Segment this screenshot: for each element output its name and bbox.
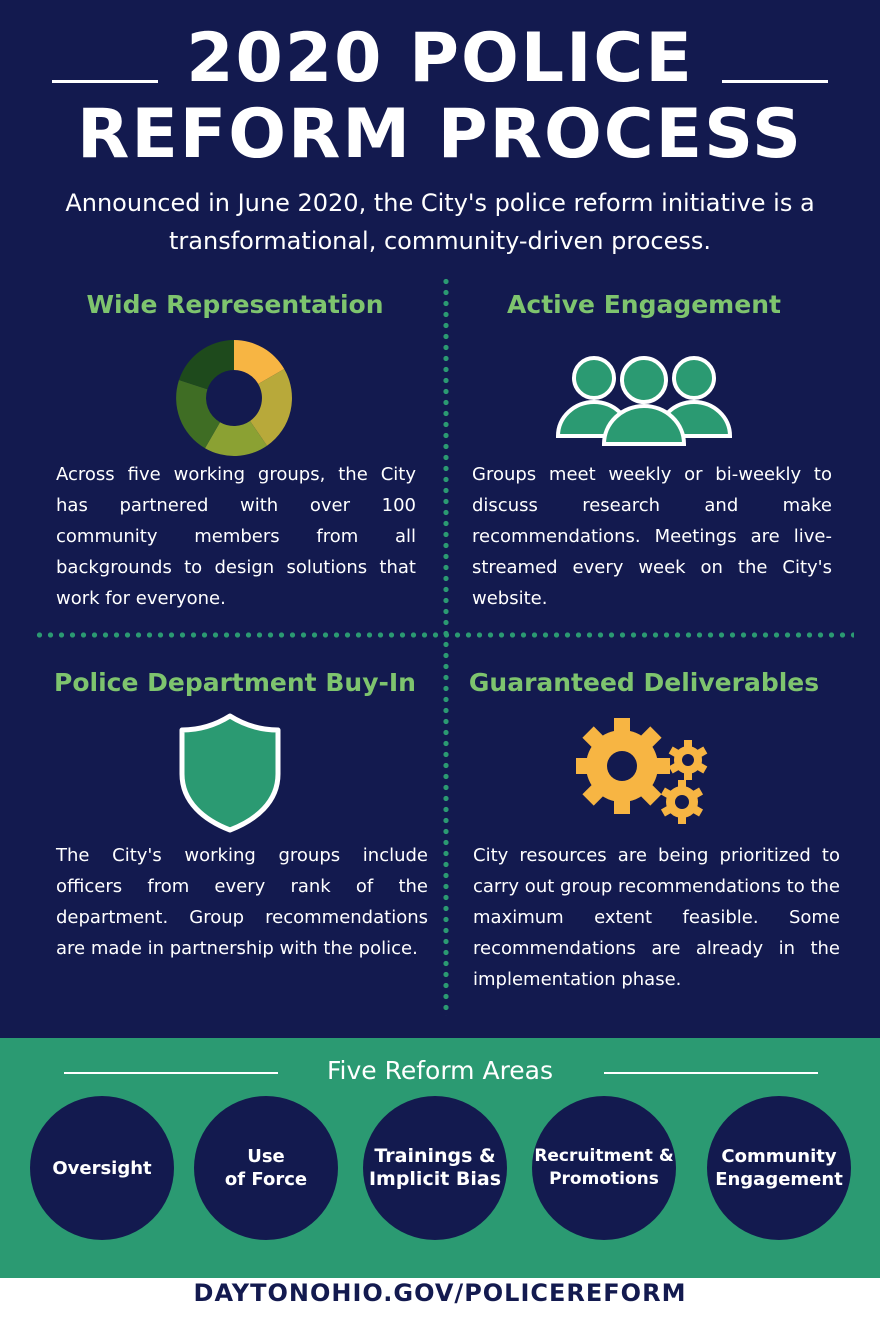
horizontal-divider bbox=[34, 632, 854, 638]
section-text-police-department-buy-in: The City's working groups include office… bbox=[56, 845, 428, 959]
reform-area-recruitment: Recruitment & Promotions bbox=[532, 1096, 676, 1240]
reform-area-oversight: Oversight bbox=[30, 1096, 174, 1240]
title-rule-right bbox=[722, 80, 828, 83]
gears-icon bbox=[576, 718, 708, 824]
section-heading-wide-representation: Wide Representation bbox=[86, 290, 384, 319]
title-rule-left bbox=[52, 80, 158, 83]
footer bbox=[0, 1278, 880, 1319]
shield-icon bbox=[179, 713, 281, 833]
main-panel bbox=[0, 0, 880, 1038]
donut-chart-icon bbox=[176, 340, 292, 456]
page-title-line-2: REFORM PROCESS bbox=[76, 95, 804, 174]
section-text-guaranteed-deliverables: City resources are being prioritized to … bbox=[473, 845, 840, 990]
reform-area-use-of-force: Use of Force bbox=[194, 1096, 338, 1240]
reform-area-trainings: Trainings & Implicit Bias bbox=[363, 1096, 507, 1240]
vertical-divider bbox=[443, 276, 449, 1016]
section-heading-guaranteed-deliverables: Guaranteed Deliverables bbox=[468, 668, 820, 697]
page-title-line-1: 2020 POLICE bbox=[186, 19, 694, 98]
section-heading-police-department-buy-in: Police Department Buy-In bbox=[54, 668, 416, 697]
people-group-icon bbox=[555, 356, 733, 446]
footer-url: DAYTONOHIO.GOV/POLICEREFORM bbox=[193, 1279, 687, 1307]
reform-area-community-engagement: Community Engagement bbox=[707, 1096, 851, 1240]
section-text-wide-representation: Across five working groups, the City has… bbox=[56, 464, 416, 609]
section-text-active-engagement: Groups meet weekly or bi-weekly to discu… bbox=[472, 464, 832, 609]
reform-areas-title: Five Reform Areas bbox=[326, 1056, 554, 1085]
section-heading-active-engagement: Active Engagement bbox=[507, 290, 781, 319]
intro-text: Announced in June 2020, the City's polic… bbox=[65, 189, 815, 255]
reform-areas-rule-left bbox=[64, 1072, 278, 1074]
reform-areas-rule-right bbox=[604, 1072, 818, 1074]
